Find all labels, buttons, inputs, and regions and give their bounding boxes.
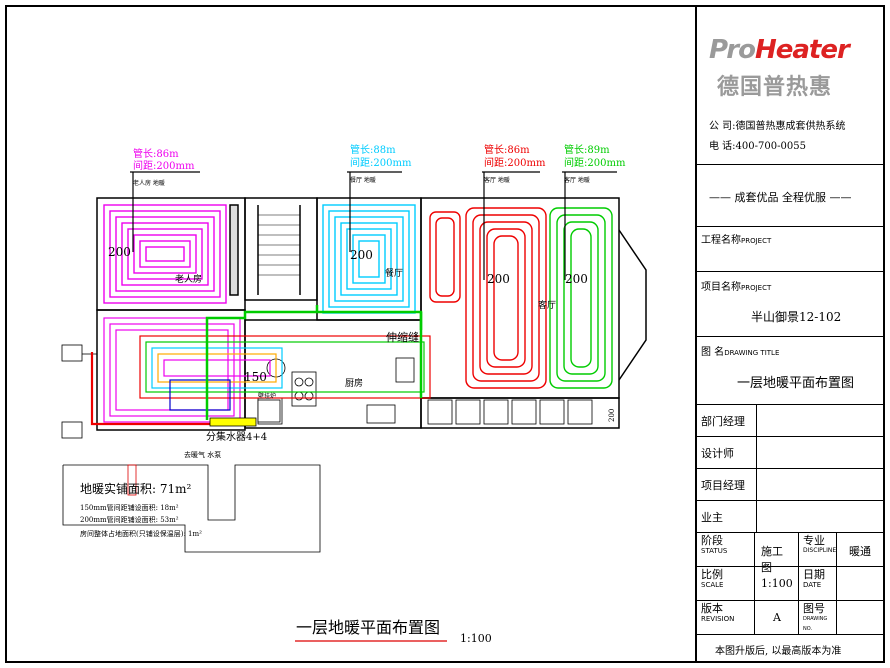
project-name-label-en: PROJECT <box>741 237 772 245</box>
summary-150: 150mm管间距铺设面积: 18m² <box>80 503 179 512</box>
loop2-spacing: 间距:200mm <box>350 156 412 169</box>
loops-hall <box>103 317 431 423</box>
tb-project-item: 项目名称PROJECT 半山御景12-102 <box>697 272 885 337</box>
revision-value: A <box>755 601 799 634</box>
revision-label: 版本 <box>701 602 723 615</box>
room-boiler: 壁挂炉 <box>258 392 276 400</box>
tb-logo: ProHeater 德国普热惠 公 司:德国普热惠成套供热系统 电 话:400-… <box>697 7 885 165</box>
loop-elderly-magenta <box>103 204 227 304</box>
dept-manager-label: 部门经理 <box>701 415 745 428</box>
tb-stage: 阶段 STATUS 施工图 专业 DISCIPLINE 暖通 <box>697 533 885 574</box>
ac-units <box>61 344 97 439</box>
scale-value: 1:100 <box>755 567 799 600</box>
loop2-length: 管长:88m <box>350 143 396 156</box>
summary-total: 地暖实铺面积: 71m² <box>80 481 192 496</box>
balcony-cells <box>427 399 593 425</box>
date-label-en: DATE <box>803 581 822 589</box>
tb-drawing-title: 图 名DRAWING TITLE 一层地暖平面布置图 <box>697 337 885 405</box>
drawing-title-label-en: DRAWING TITLE <box>724 349 780 357</box>
designer-label: 设计师 <box>701 447 734 460</box>
drawing-main-title: 一层地暖平面布置图 <box>296 618 440 637</box>
room-elderly: 老人房 <box>175 273 202 285</box>
drawing-title-label: 图 名 <box>701 347 725 358</box>
project-manager-label: 项目经理 <box>701 479 745 492</box>
room-kitchen: 厨房 <box>345 377 363 389</box>
drawing-title-value: 一层地暖平面布置图 <box>737 376 855 391</box>
tb-project-manager: 项目经理 <box>697 469 885 501</box>
tb-designer: 设计师 <box>697 437 885 469</box>
water-heater <box>257 399 281 423</box>
kitchen-fixtures <box>257 357 415 425</box>
tb-slogan: —— 成套优品 全程优服 —— <box>697 165 885 227</box>
scale-label-en: SCALE <box>701 581 724 589</box>
project-item-value: 半山御景12-102 <box>751 310 842 324</box>
mark-hall: 150 <box>244 370 267 384</box>
loop3-length: 管长:86m <box>484 143 530 156</box>
dim-label: 200 <box>608 409 616 422</box>
walls <box>96 197 647 431</box>
mark-dining: 200 <box>350 248 373 262</box>
owner-label: 业主 <box>701 511 723 524</box>
loop3-tag: 客厅 地暖 <box>484 176 510 184</box>
room-living: 客厅 <box>538 299 556 311</box>
project-name-label: 工程名称 <box>701 235 741 246</box>
drawing-no-label-en: DRAWING NO. <box>803 616 828 632</box>
loop1-spacing: 间距:200mm <box>133 159 195 172</box>
slogan: —— 成套优品 全程优服 —— <box>709 191 852 204</box>
feed-line <box>90 352 230 426</box>
stage-value: 施工图 <box>755 533 799 574</box>
drawing-main-scale: 1:100 <box>460 632 492 645</box>
mark-elderly: 200 <box>108 245 131 259</box>
company-line: 公 司:德国普热惠成套供热系统 <box>709 121 846 132</box>
summary-200: 200mm管间距铺设面积: 53m² <box>80 515 179 524</box>
discipline-label: 专业 <box>803 534 825 547</box>
loop-living-red <box>429 207 547 389</box>
leader-lines <box>130 171 617 280</box>
tb-owner: 业主 <box>697 501 885 533</box>
stage-label: 阶段 <box>701 534 723 547</box>
mark-living-green: 200 <box>565 272 588 286</box>
title-block: ProHeater 德国普热惠 公 司:德国普热惠成套供热系统 电 话:400-… <box>695 7 885 662</box>
logo-chinese: 德国普热惠 <box>717 75 833 100</box>
tb-revision: 版本 REVISION A 图号 DRAWING NO. <box>697 601 885 635</box>
discipline-value: 暖通 <box>849 545 871 558</box>
project-item-label-en: PROJECT <box>741 284 772 292</box>
loop3-spacing: 间距:200mm <box>484 156 546 169</box>
scale-label: 比例 <box>701 568 723 581</box>
loop1-tag: 老人房 地暖 <box>133 179 165 187</box>
expansion-joint: 伸缩缝 <box>386 330 419 344</box>
project-item-label: 项目名称 <box>701 282 741 293</box>
loop4-tag: 客厅 地暖 <box>564 176 590 184</box>
discipline-label-en: DISCIPLINE <box>803 547 837 554</box>
phone-line: 电 话:400-700-0055 <box>709 141 806 152</box>
tb-dept-manager: 部门经理 <box>697 405 885 437</box>
summary-other: 房间整体占地面积(只铺设保温层): 1m² <box>80 529 202 538</box>
stage-label-en: STATUS <box>701 547 728 555</box>
loop2-tag: 餐厅 地暖 <box>350 176 376 184</box>
loop-living-green <box>549 207 613 389</box>
outer-border <box>5 5 885 663</box>
supply-labels: 去暖气 水泵 <box>184 450 221 459</box>
manifold-label: 分集水器4+4 <box>206 430 267 443</box>
loop4-spacing: 间距:200mm <box>564 156 626 169</box>
manifold <box>209 417 257 427</box>
revision-label-en: REVISION <box>701 615 735 623</box>
loop4-length: 管长:89m <box>564 143 610 156</box>
logo-wordmark: ProHeater <box>709 35 850 65</box>
supply-mains <box>205 305 423 420</box>
drawing-no-label: 图号 <box>803 602 825 615</box>
room-dining: 餐厅 <box>385 267 403 279</box>
loop-dining-cyan <box>322 204 416 314</box>
tb-scale: 比例 SCALE 1:100 日期 DATE <box>697 567 885 601</box>
tb-footer: 本图升版后, 以最高版本为准 <box>715 646 842 657</box>
area-outline <box>62 464 321 553</box>
tb-project-name: 工程名称PROJECT <box>697 227 885 272</box>
mark-living-red: 200 <box>487 272 510 286</box>
stair-treads <box>258 214 300 276</box>
date-label: 日期 <box>803 568 825 581</box>
loop1-length: 管长:86m <box>133 147 179 160</box>
